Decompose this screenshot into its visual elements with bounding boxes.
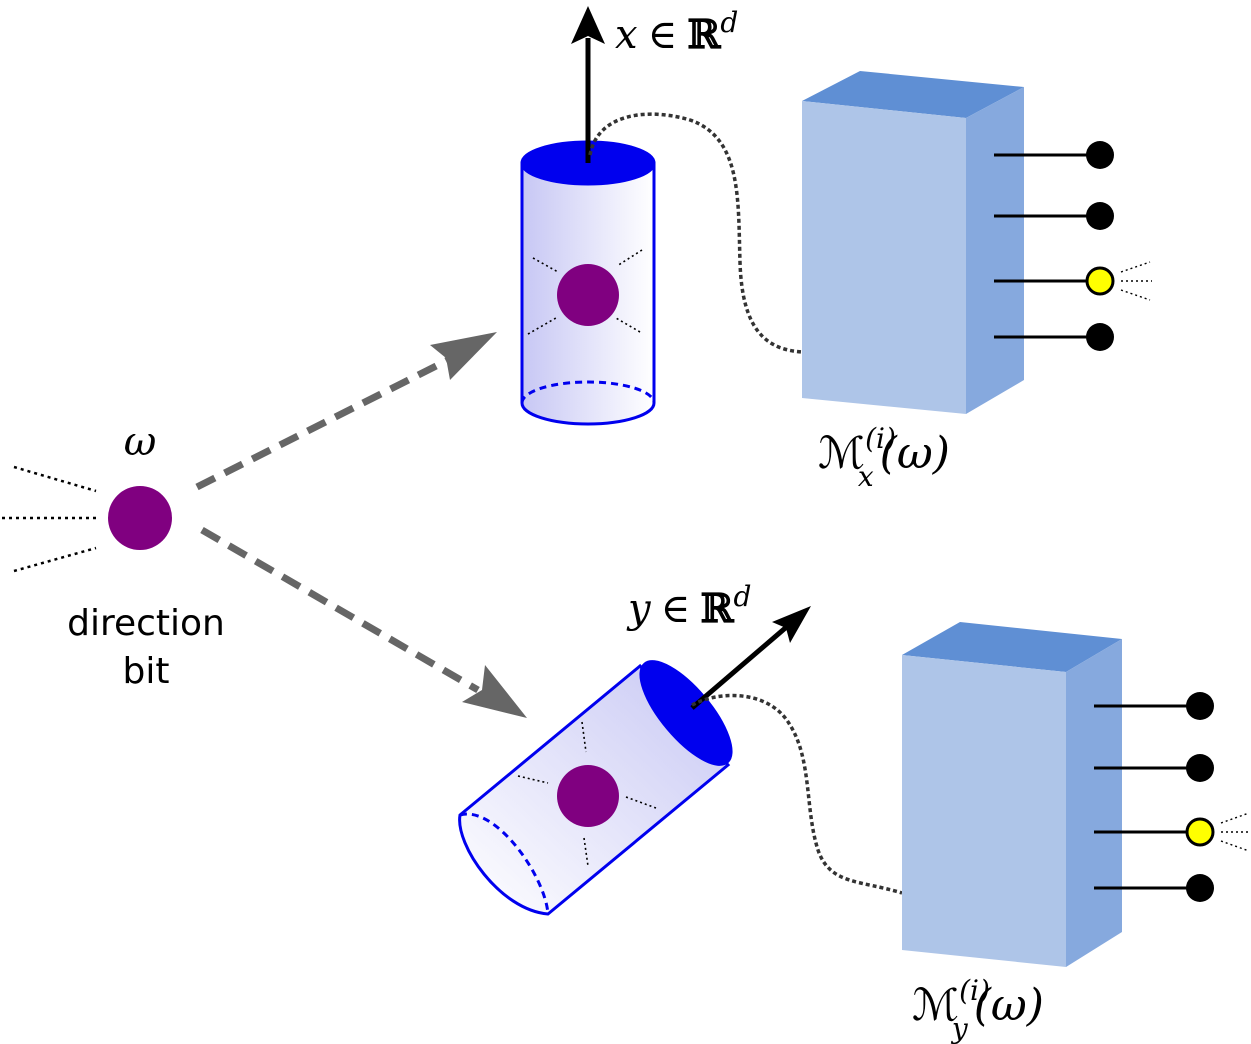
measurement-x-label: ℳ(i)x(ω)	[818, 422, 950, 493]
detector-x-cable	[588, 112, 804, 354]
source-label-line1: direction	[67, 603, 225, 644]
source-emission-lines	[2, 465, 97, 573]
arrow-to-detector-y	[200, 526, 527, 718]
measurement-x-outputs	[994, 141, 1152, 351]
measurement-y-output-2	[1186, 754, 1214, 782]
measurement-y-outputs	[1094, 692, 1250, 902]
source-particle	[108, 486, 172, 550]
detector-x-label: x∈ℝd	[615, 6, 738, 58]
detector-y-orientation-arrow	[690, 606, 811, 710]
detector-y-label: y∈ℝd	[626, 580, 751, 632]
detector-y-particle	[557, 765, 619, 827]
measurement-y-output-1	[1186, 692, 1214, 720]
measurement-x-output-3-lit	[1085, 266, 1115, 296]
source-omega-label: ω	[124, 419, 157, 465]
detector-y-cable	[691, 693, 903, 895]
detector-x-orientation-arrow	[571, 6, 605, 163]
detector-y-body	[458, 660, 733, 916]
measurement-box-y	[902, 622, 1122, 967]
measurement-y-output-4	[1186, 874, 1214, 902]
measurement-y-output-3-lit	[1185, 817, 1215, 847]
measurement-y-label: ℳ(i)y(ω)	[912, 974, 1044, 1044]
measurement-x-output-1	[1086, 141, 1114, 169]
measurement-x-output-4	[1086, 323, 1114, 351]
source-label-line2: bit	[123, 651, 170, 692]
detector-x-cylinder	[520, 140, 656, 426]
measurement-box-x	[802, 71, 1024, 414]
arrow-to-detector-x	[195, 332, 497, 491]
measurement-x-output-2	[1086, 202, 1114, 230]
detector-x-particle	[557, 264, 619, 326]
